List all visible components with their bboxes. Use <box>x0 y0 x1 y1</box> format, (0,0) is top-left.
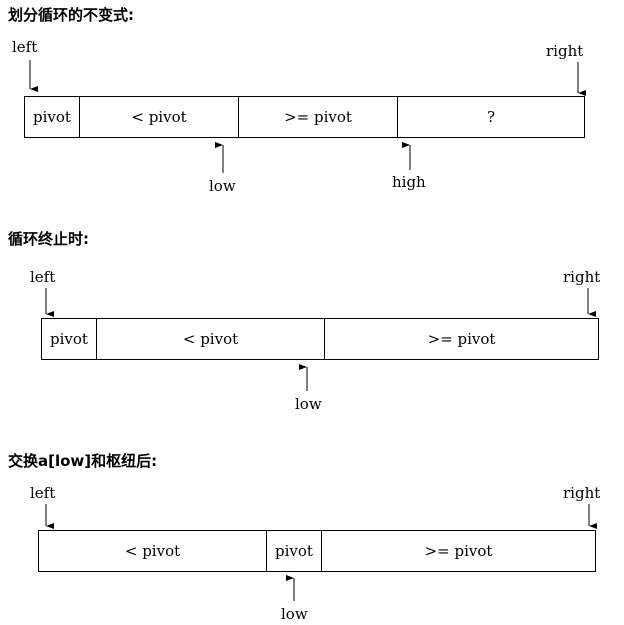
low-label: low <box>281 605 308 623</box>
low-label: low <box>295 395 322 413</box>
right-label: right <box>563 268 601 286</box>
cell-greater-equal-pivot: >= pivot <box>239 97 398 137</box>
left-label: left <box>12 38 38 56</box>
cell-pivot: pivot <box>42 319 97 359</box>
cell-greater-equal-pivot: >= pivot <box>427 330 496 348</box>
cell-less-than-pivot: < pivot <box>39 531 267 571</box>
array-box: < pivot pivot >= pivot <box>38 530 596 572</box>
cell-less-than-pivot: < pivot <box>80 97 239 137</box>
heading-invariant: 划分循环的不变式: <box>8 6 134 24</box>
cell-unknown: ? <box>486 108 496 126</box>
right-label: right <box>546 42 584 60</box>
heading-loop-end: 循环终止时: <box>8 230 89 248</box>
right-label: right <box>563 484 601 502</box>
cell-pivot: pivot <box>267 531 322 571</box>
cell-less-than-pivot: < pivot <box>97 319 325 359</box>
left-label: left <box>30 268 56 286</box>
left-label: left <box>30 484 56 502</box>
array-box: pivot < pivot >= pivot ? <box>24 96 585 138</box>
heading-after-swap: 交换a[low]和枢纽后: <box>8 452 158 470</box>
low-label: low <box>209 177 236 195</box>
array-box: pivot < pivot >= pivot <box>41 318 599 360</box>
cell-pivot: pivot <box>25 97 80 137</box>
cell-greater-equal-pivot: >= pivot <box>424 542 493 560</box>
high-label: high <box>392 173 426 191</box>
